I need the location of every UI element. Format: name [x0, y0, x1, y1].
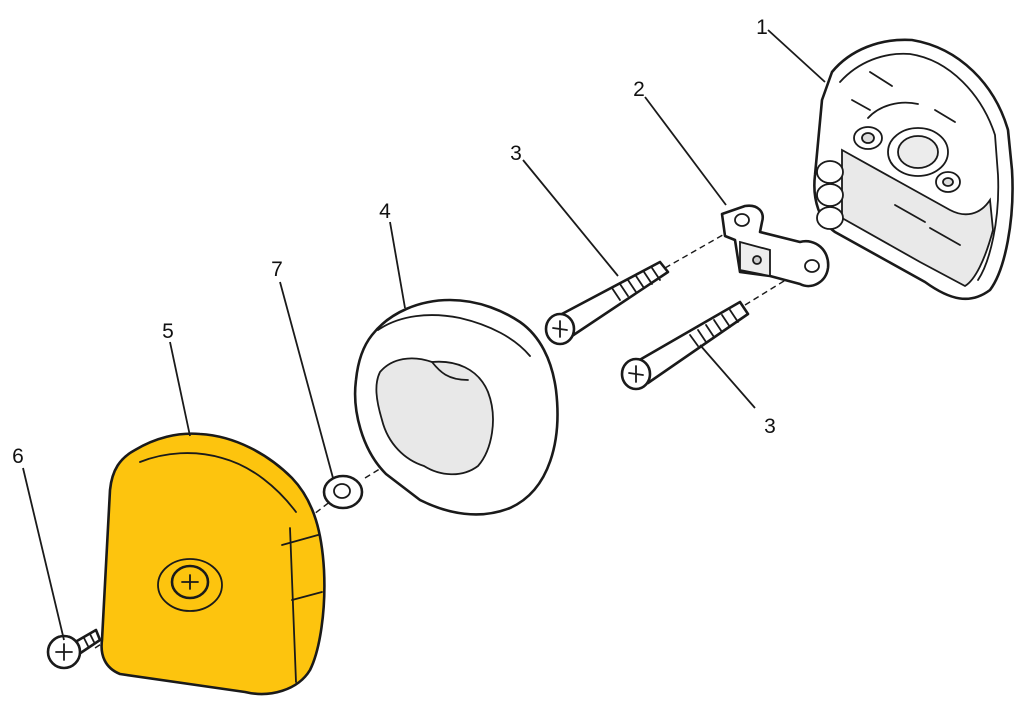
callout-5: 5 [162, 320, 174, 343]
callout-3-lower: 3 [764, 415, 776, 438]
part-4-ring-spacer [353, 298, 559, 516]
part-1-mounting-base [813, 38, 1014, 301]
callout-6: 6 [12, 445, 24, 468]
part-3-screw-lower [620, 300, 750, 391]
callout-labels: 1 2 3 3 4 5 6 7 [12, 16, 776, 468]
part-2-bracket [720, 204, 830, 288]
callout-leaders [22, 29, 826, 641]
part-5-cover [100, 432, 326, 696]
part-7-washer [322, 474, 364, 510]
callout-7: 7 [271, 258, 283, 281]
callout-4: 4 [379, 200, 391, 223]
callout-1: 1 [756, 16, 768, 39]
part-6-screw [46, 628, 102, 670]
part-3-screw-upper [544, 260, 670, 346]
callout-2: 2 [633, 78, 645, 101]
callout-3-upper: 3 [510, 142, 522, 165]
